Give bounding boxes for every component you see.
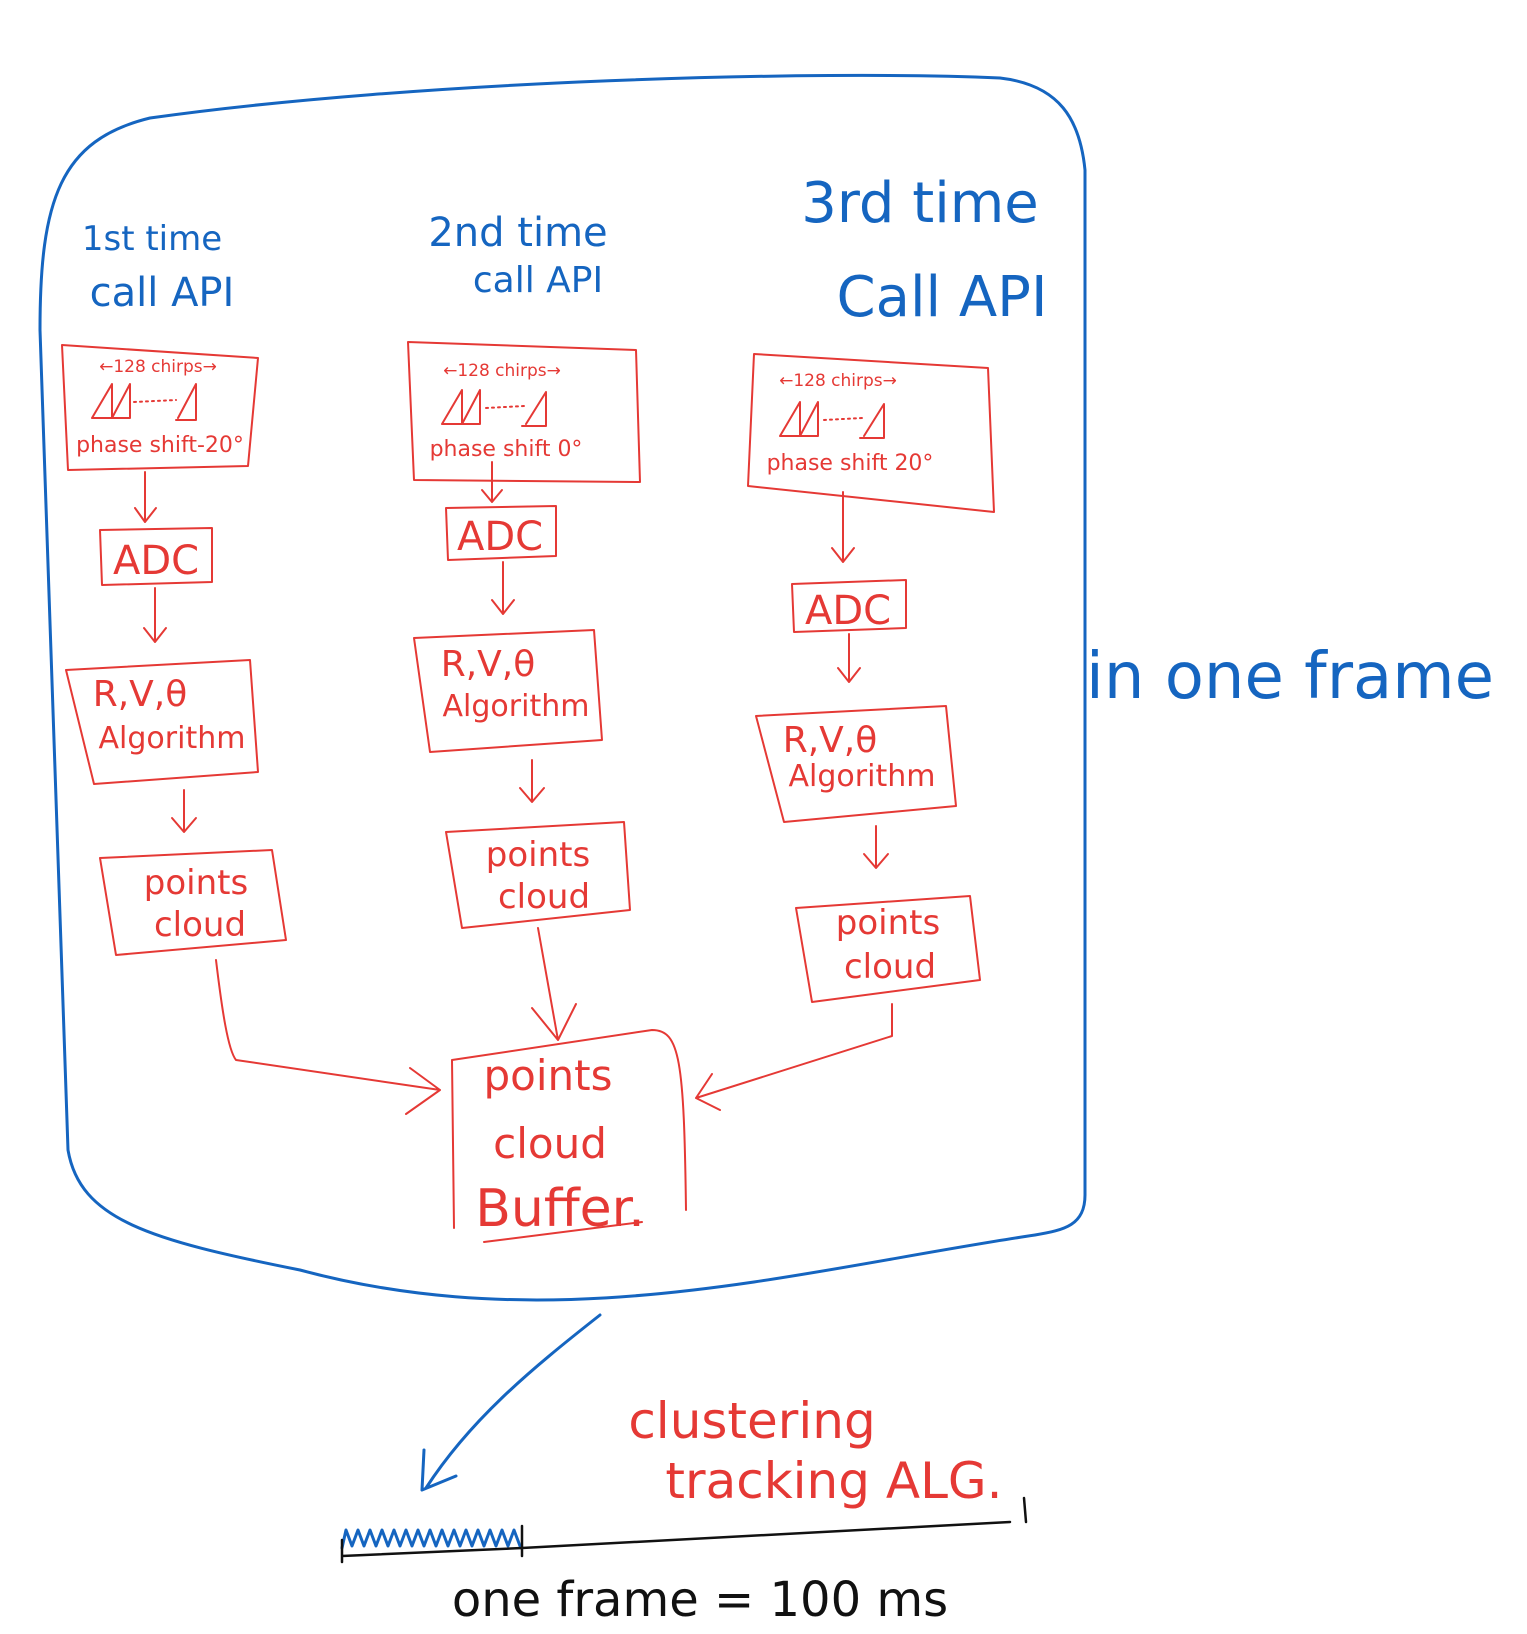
column-2-arrow-1 [481,461,503,503]
column-2: 2nd time call API ←128 chirps→ phase shi… [407,210,641,1041]
column-2-chirp-waveform [441,389,547,427]
column-3-title-line1: 3rd time [801,171,1039,236]
column-1: 1st time call API ←128 chirps→ phase shi… [61,219,441,1115]
column-1-chirps-label: ←128 chirps→ [99,357,217,377]
column-2-algo-line1: R,V,θ [441,644,536,685]
column-3-adc-box [791,579,907,633]
algorithm-note-line2: tracking ALG. [665,1452,1002,1510]
column-3-cloud-line2: cloud [844,947,936,987]
column-1-title-line1: 1st time [82,219,222,259]
column-2-adc-box [445,505,557,561]
timeline-axis [340,1496,1028,1564]
column-3-chirps-label: ←128 chirps→ [779,371,897,391]
column-1-adc-label: ADC [113,538,199,584]
column-1-algo-box [65,659,259,785]
column-3-cloud-line1: points [836,903,940,943]
buffer-box [451,1029,687,1229]
timeline-label: one frame = 100 ms [452,1572,948,1628]
column-2-chirp-dots [485,405,525,409]
column-3: 3rd time Call API ←128 chirps→ phase shi… [695,171,1048,1111]
column-3-adc-label: ADC [805,588,891,634]
buffer-line2: cloud [493,1119,607,1168]
timeline-chirp-squiggle [340,1528,522,1550]
column-2-cloud-line1: points [486,835,590,875]
column-3-algo-line2: Algorithm [789,759,936,794]
column-3-to-buffer-arrow [695,1003,893,1111]
column-2-arrow-3 [519,759,545,803]
buffer-line3: Buffer. [475,1179,645,1239]
frame-to-timeline-arrow [420,1313,602,1492]
column-3-chirp-dots [823,417,863,421]
column-3-arrow-1 [831,491,855,563]
column-3-algo-box [755,705,957,823]
frame-note: in one frame [1086,640,1494,714]
column-3-algo-line1: R,V,θ [783,720,878,761]
column-2-cloud-box [445,821,631,929]
column-1-title-line2: call API [90,270,235,316]
column-1-chirp-box [61,344,259,471]
column-2-title-line1: 2nd time [428,210,607,256]
column-3-phase-label: phase shift 20° [767,451,934,476]
timeline: one frame = 100 ms [340,1496,1028,1628]
column-3-chirp-box [747,353,995,513]
column-2-arrow-2 [491,561,515,615]
column-1-chirp-dots [133,399,177,403]
frame-outline [38,73,1087,1302]
column-1-adc-box [99,527,213,586]
column-3-chirp-waveform [779,401,885,439]
column-1-cloud-line2: cloud [154,905,246,945]
column-2-adc-label: ADC [457,514,543,560]
column-1-to-buffer-arrow [215,959,441,1115]
column-2-to-buffer-arrow [531,927,577,1041]
column-1-arrow-3 [171,789,197,833]
column-1-algo-line1: R,V,θ [93,674,188,715]
buffer-underline [483,1221,643,1243]
column-1-cloud-line1: points [144,863,248,903]
column-2-title-line2: call API [473,260,603,301]
column-1-algo-line2: Algorithm [99,721,246,756]
column-1-chirp-waveform [91,383,197,421]
buffer-line1: points [484,1051,613,1100]
column-2-algo-box [413,629,603,753]
column-1-arrow-2 [143,587,167,643]
column-2-cloud-line2: cloud [498,877,590,917]
column-1-cloud-box [99,849,287,956]
column-1-phase-label: phase shift-20° [76,433,244,458]
column-2-algo-line2: Algorithm [443,689,590,724]
column-1-arrow-1 [134,471,157,523]
column-3-arrow-2 [837,633,861,683]
column-2-chirps-label: ←128 chirps→ [443,361,561,381]
buffer: points cloud Buffer. [451,1029,687,1243]
algorithm-note-line1: clustering [628,1392,875,1450]
column-2-phase-label: phase shift 0° [430,437,583,462]
column-3-title-line2: Call API [837,265,1048,330]
column-3-arrow-3 [863,825,889,869]
column-3-cloud-box [795,895,981,1003]
column-2-chirp-box [407,341,641,483]
